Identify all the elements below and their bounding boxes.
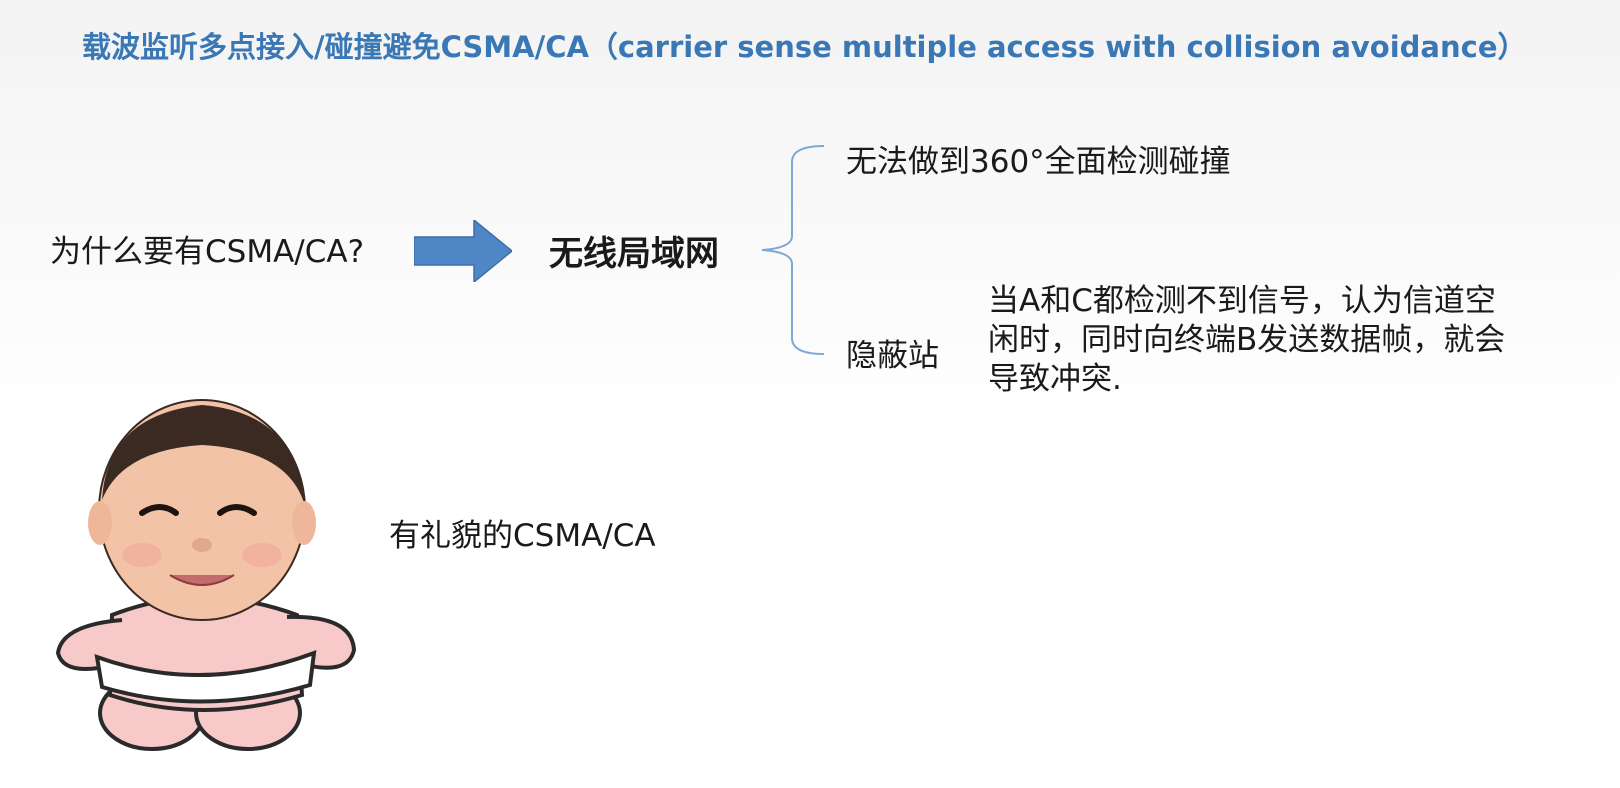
slide-title: 载波监听多点接入/碰撞避免CSMA/CA（carrier sense multi… — [82, 30, 1527, 64]
right-arrow-icon — [413, 218, 514, 286]
baby-caption: 有礼貌的CSMA/CA — [389, 518, 656, 554]
branch-item-hidden-station: 隐蔽站 — [846, 338, 939, 374]
question-text: 为什么要有CSMA/CA? — [50, 234, 365, 270]
hidden-station-description: 当A和C都检测不到信号，认为信道空闲时，同时向终端B发送数据帧，就会导致冲突. — [988, 283, 1506, 397]
branch-item-360-detection: 无法做到360°全面检测碰撞 — [846, 144, 1231, 180]
center-term: 无线局域网 — [549, 234, 719, 274]
baby-illustration — [52, 395, 362, 779]
curly-brace-icon — [761, 140, 832, 364]
